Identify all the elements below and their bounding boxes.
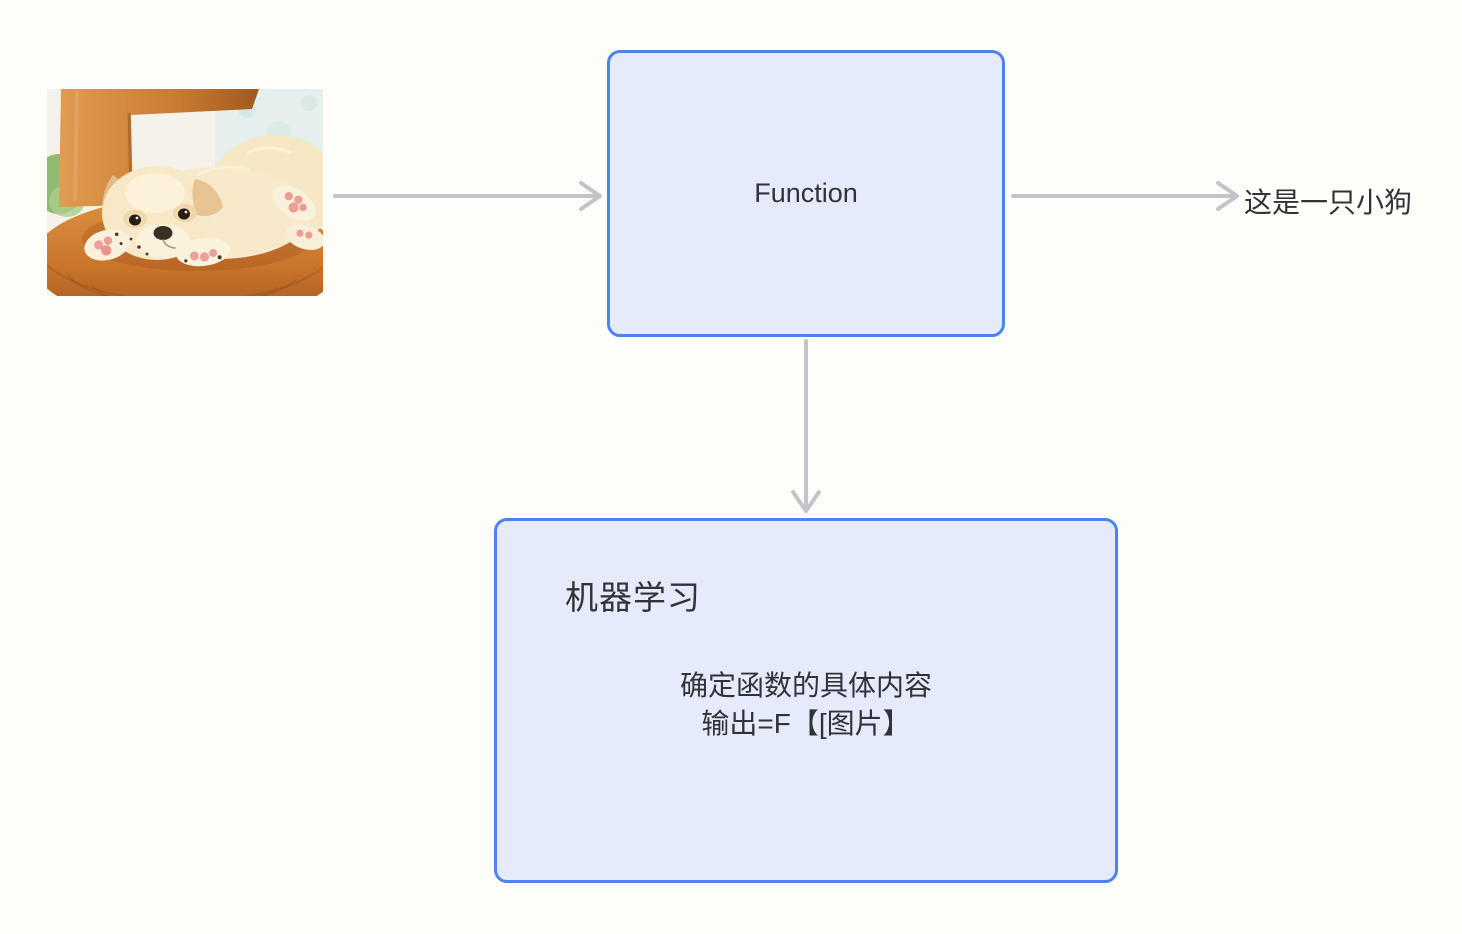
- arrow-function-to-output: [1011, 181, 1239, 211]
- output-label: 这是一只小狗: [1244, 187, 1413, 218]
- ml-node-title: 机器学习: [565, 579, 701, 616]
- arrow-function-to-ml: [791, 339, 821, 513]
- machine-learning-node: 机器学习 确定函数的具体内容 输出=F【[图片】: [494, 518, 1118, 883]
- arrow-input-to-function: [333, 181, 602, 211]
- ml-node-body: 确定函数的具体内容 输出=F【[图片】: [497, 667, 1115, 743]
- puppy-photo: [47, 89, 323, 296]
- puppy-photo-illustration: [47, 89, 323, 296]
- ml-node-body-line2: 输出=F【[图片】: [701, 708, 911, 739]
- ml-node-body-line1: 确定函数的具体内容: [679, 670, 932, 701]
- function-node-label: Function: [754, 178, 858, 208]
- function-node: Function: [607, 50, 1005, 337]
